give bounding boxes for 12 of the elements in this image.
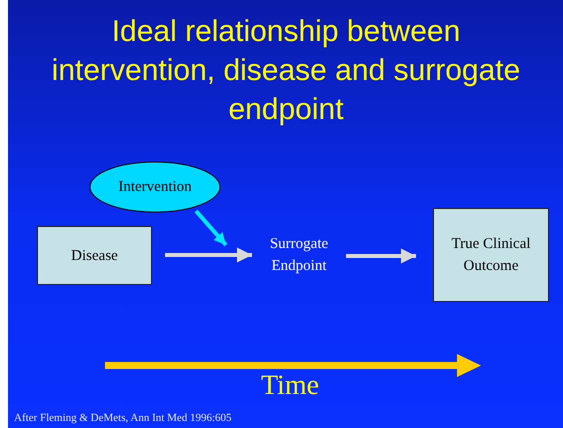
node-label: True Clinical Outcome: [450, 235, 532, 276]
axis-label: Time: [260, 369, 320, 403]
title: Ideal relationship between intervention, disease and surrogate endpoint: [50, 14, 522, 128]
arrow: [346, 248, 416, 264]
caption: After Fleming & DeMets, Ann Int Med 1996:605: [14, 411, 232, 425]
node-label: Disease: [71, 246, 118, 266]
arrow: [194, 210, 228, 246]
process-box: [433, 208, 549, 302]
node-label: Intervention: [118, 178, 192, 197]
arrow: [165, 248, 252, 262]
node-label: Surrogate Endpoint: [252, 232, 346, 278]
process-box: [37, 226, 152, 285]
